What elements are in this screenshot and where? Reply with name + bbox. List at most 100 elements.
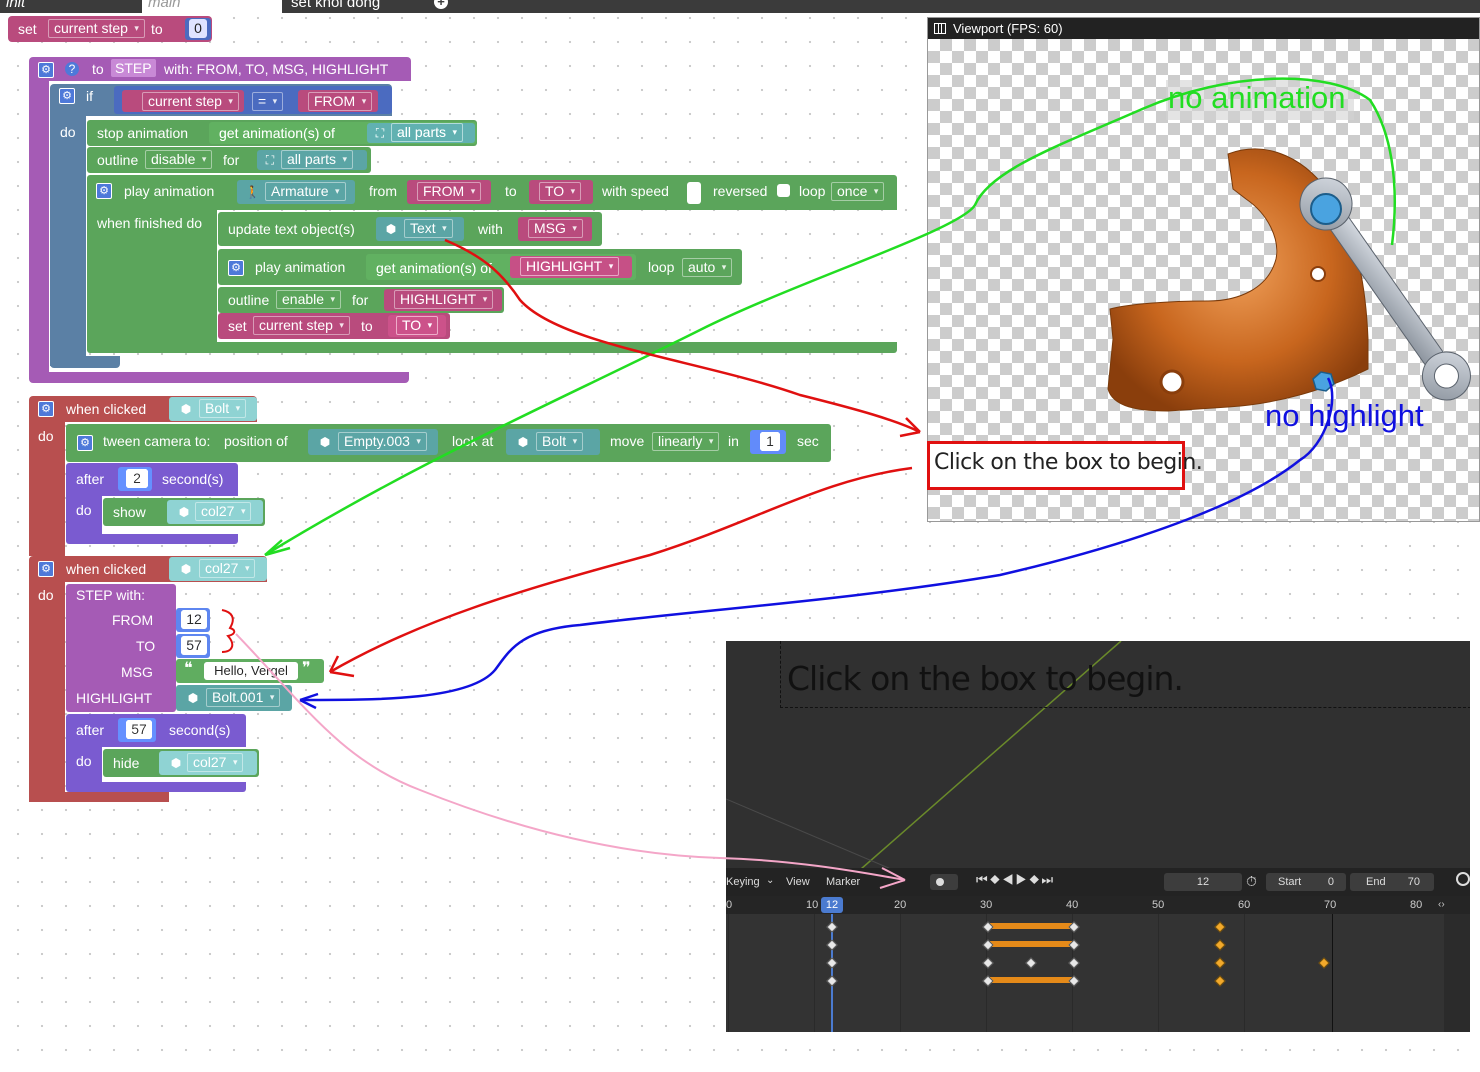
playhead-frame-indicator[interactable]: 12 bbox=[821, 897, 843, 913]
reversed-checkbox[interactable] bbox=[777, 184, 790, 197]
from-dropdown[interactable]: FROM bbox=[308, 92, 373, 111]
tab-init[interactable]: init bbox=[6, 0, 26, 11]
number-block[interactable]: 2 bbox=[118, 467, 152, 491]
procedure-def-header[interactable]: ⚙ ? to STEP with: FROM, TO, MSG, HIGHLIG… bbox=[29, 57, 411, 81]
armature-block[interactable]: 🚶 Armature bbox=[237, 180, 355, 204]
get-animations-block[interactable]: get animation(s) of ⛶ all parts bbox=[209, 122, 477, 144]
step-call-block[interactable]: STEP with: FROM TO MSG HIGHLIGHT bbox=[66, 584, 176, 712]
to-param-block[interactable]: TO bbox=[529, 180, 593, 204]
to-value-input[interactable]: 57 bbox=[181, 636, 207, 655]
keyframe[interactable] bbox=[1068, 957, 1080, 969]
text-object-bounds[interactable]: Click on the box to begin. bbox=[780, 641, 1470, 708]
gear-icon[interactable]: ⚙ bbox=[59, 88, 75, 104]
keyframe[interactable] bbox=[826, 921, 838, 933]
tween-camera-block[interactable]: ⚙ tween camera to: position of ⬢ Empty.0… bbox=[66, 424, 831, 462]
speed-input[interactable] bbox=[687, 182, 701, 204]
outline-mode-dropdown[interactable]: enable bbox=[276, 290, 342, 309]
after-delay-block[interactable]: after 57 second(s) bbox=[66, 714, 246, 747]
keyframe[interactable] bbox=[1214, 921, 1226, 933]
stop-animation-block[interactable]: stop animation get animation(s) of ⛶ all… bbox=[87, 120, 477, 146]
keyframe[interactable] bbox=[1214, 957, 1226, 969]
chevron-down-icon[interactable]: ⌄ bbox=[766, 875, 775, 886]
bolt001-object-block[interactable]: ⬢ Bolt.001 bbox=[176, 685, 292, 711]
from-value-input[interactable]: 12 bbox=[181, 610, 207, 629]
text-object-block[interactable]: ⬢ Text bbox=[376, 217, 464, 241]
message-input[interactable]: Hello, Vergel bbox=[204, 662, 298, 680]
outline-mode-dropdown[interactable]: disable bbox=[145, 150, 213, 169]
gear-icon[interactable]: ⚙ bbox=[38, 401, 54, 417]
set-variable-block[interactable]: set current step to 0 bbox=[8, 16, 212, 42]
all-parts-block[interactable]: ⛶ all parts bbox=[257, 150, 367, 170]
delay-input[interactable]: 57 bbox=[126, 720, 152, 739]
keyframe[interactable] bbox=[1214, 939, 1226, 951]
param-get-block[interactable]: FROM bbox=[298, 90, 378, 112]
tab-main[interactable]: main bbox=[142, 0, 282, 13]
after-delay-block[interactable]: after 2 second(s) bbox=[66, 463, 238, 496]
highlight-param-block[interactable]: HIGHLIGHT bbox=[384, 289, 502, 311]
keying-menu[interactable]: Keying bbox=[726, 876, 760, 888]
click-box-text-object[interactable]: Click on the box to begin. bbox=[927, 441, 1203, 490]
get-animations-block[interactable]: get animation(s) of HIGHLIGHT bbox=[366, 254, 636, 280]
marker-menu[interactable]: Marker bbox=[826, 876, 861, 888]
col27-object-dropdown[interactable]: col27 bbox=[199, 559, 256, 578]
from-param-block[interactable]: FROM bbox=[407, 180, 491, 204]
gear-icon[interactable]: ⚙ bbox=[96, 183, 112, 199]
play-animation-block[interactable]: ⚙ play animation 🚶 Armature from FROM to… bbox=[87, 175, 897, 210]
number-block[interactable]: 0 bbox=[185, 18, 211, 40]
highlight-param-block[interactable]: HIGHLIGHT bbox=[510, 256, 632, 278]
text-string-block[interactable]: ❝ Hello, Vergel ❞ bbox=[176, 659, 324, 683]
gear-icon[interactable]: ⚙ bbox=[38, 561, 54, 577]
number-block[interactable]: 1 bbox=[750, 430, 786, 454]
empty-object-block[interactable]: ⬢ Empty.003 bbox=[308, 429, 438, 455]
gear-icon[interactable]: ⚙ bbox=[38, 62, 54, 78]
number-block[interactable]: 12 bbox=[176, 608, 210, 632]
text-object-dropdown[interactable]: Text bbox=[404, 219, 453, 238]
gear-icon[interactable]: ⚙ bbox=[77, 435, 93, 451]
dopesheet-area[interactable] bbox=[726, 914, 1444, 1032]
to-param-block[interactable]: TO bbox=[388, 315, 446, 337]
all-parts-block[interactable]: ⛶ all parts bbox=[367, 123, 475, 143]
variable-dropdown[interactable]: current step bbox=[253, 316, 350, 335]
bolt-object-dropdown[interactable]: Bolt bbox=[536, 432, 584, 451]
play-highlight-animation-block[interactable]: ⚙ play animation get animation(s) of HIG… bbox=[218, 249, 742, 285]
show-object-block[interactable]: show ⬢ col27 bbox=[103, 498, 265, 526]
col27-object-block[interactable]: ⬢ col27 bbox=[169, 557, 267, 581]
keyframe[interactable] bbox=[826, 939, 838, 951]
scroll-arrows-icon[interactable]: ‹› bbox=[1438, 899, 1445, 910]
outline-enable-block[interactable]: outline enable for HIGHLIGHT bbox=[218, 287, 504, 313]
operator-dropdown[interactable]: = bbox=[252, 92, 284, 111]
duration-input[interactable]: 1 bbox=[760, 432, 780, 451]
delay-input[interactable]: 2 bbox=[126, 469, 148, 488]
start-frame-field[interactable]: Start 0 bbox=[1266, 873, 1346, 891]
all-parts-dropdown[interactable]: all parts bbox=[281, 150, 354, 169]
clock-icon[interactable] bbox=[1456, 872, 1470, 886]
number-block[interactable]: 57 bbox=[118, 718, 156, 742]
when-clicked-col27-block[interactable]: ⚙ when clicked ⬢ col27 bbox=[29, 556, 267, 582]
current-frame-field[interactable]: 12 bbox=[1164, 873, 1242, 891]
keyframe[interactable] bbox=[1318, 957, 1330, 969]
stopwatch-icon[interactable]: ⏱ bbox=[1246, 873, 1257, 889]
playback-controls[interactable]: ⏮◆◀▶◆⏭ bbox=[976, 872, 1056, 887]
record-button[interactable] bbox=[930, 874, 958, 890]
bolt-object-block[interactable]: ⬢ Bolt bbox=[506, 429, 600, 455]
procedure-name-field[interactable]: STEP bbox=[111, 59, 156, 77]
highlight-dropdown[interactable]: HIGHLIGHT bbox=[520, 257, 620, 276]
variable-dropdown[interactable]: current step bbox=[142, 92, 239, 111]
msg-dropdown[interactable]: MSG bbox=[528, 219, 583, 238]
empty-object-dropdown[interactable]: Empty.003 bbox=[338, 432, 427, 451]
hide-object-block[interactable]: hide ⬢ col27 bbox=[103, 749, 259, 777]
when-clicked-bolt-block[interactable]: ⚙ when clicked ⬢ Bolt bbox=[29, 396, 257, 422]
if-block[interactable]: ⚙ if current step = FROM bbox=[50, 84, 392, 116]
bolt-top-part[interactable] bbox=[1310, 193, 1342, 225]
number-value[interactable]: 0 bbox=[189, 19, 207, 38]
msg-param-block[interactable]: MSG bbox=[518, 217, 592, 241]
keyframe[interactable] bbox=[1025, 957, 1037, 969]
keyframe[interactable] bbox=[982, 957, 994, 969]
compare-block[interactable]: current step = FROM bbox=[114, 86, 392, 114]
set-variable-block[interactable]: set current step to TO bbox=[218, 313, 450, 339]
outline-disable-block[interactable]: outline disable for ⛶ all parts bbox=[87, 147, 371, 173]
number-block[interactable]: 57 bbox=[176, 634, 210, 658]
loop-mode-dropdown[interactable]: auto bbox=[682, 258, 733, 277]
col27-object-block[interactable]: ⬢ col27 bbox=[167, 500, 263, 524]
bolt-object-block[interactable]: ⬢ Bolt bbox=[169, 397, 257, 421]
